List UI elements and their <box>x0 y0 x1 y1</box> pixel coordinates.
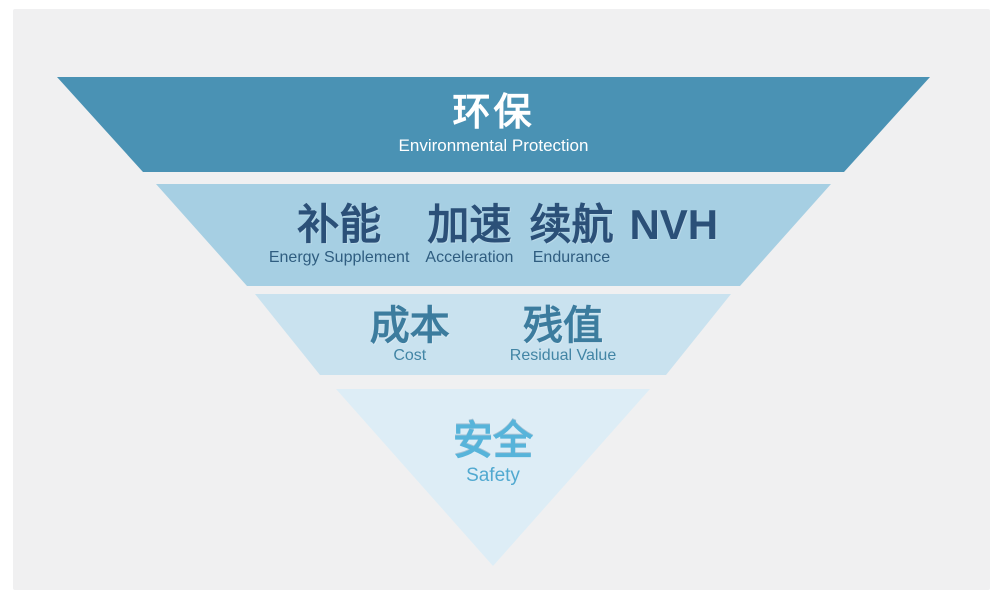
tier2-items: 补能 Energy Supplement 加速 Acceleration 续航 … <box>269 203 718 266</box>
pyramid-tier-economy: 成本 Cost 残值 Residual Value <box>255 294 731 375</box>
pyramid-tier-performance: 补能 Energy Supplement 加速 Acceleration 续航 … <box>156 184 831 286</box>
tier2-item3-zh: 续航 <box>529 201 614 249</box>
tier3-item1-en: Cost <box>393 346 427 364</box>
tier3-item2-zh: 残值 <box>523 303 603 348</box>
tier2-item2-en: Acceleration <box>425 248 514 266</box>
tier3-item-residual-value: 残值 Residual Value <box>510 305 616 365</box>
tier2-item1-zh: 补能 <box>297 201 382 249</box>
tier2-item-endurance: 续航 Endurance <box>529 203 613 266</box>
tier2-item-nvh: NVH <box>629 203 718 248</box>
tier3-item2-en: Residual Value <box>509 346 617 364</box>
tier3-item1-zh: 成本 <box>369 303 450 348</box>
tier4-label-zh: 安全 <box>453 419 533 463</box>
tier2-item2-zh: 加速 <box>427 201 512 249</box>
tier1-label-zh: 环保 <box>452 91 535 134</box>
slide-panel: 环保 Environmental Protection 补能 Energy Su… <box>13 9 990 590</box>
tier2-item1-en: Energy Supplement <box>268 248 410 266</box>
tier2-item4-zh: NVH <box>629 201 719 249</box>
tier3-item-cost: 成本 Cost <box>370 305 450 365</box>
tier2-item-acceleration: 加速 Acceleration <box>425 203 513 266</box>
tier3-items: 成本 Cost 残值 Residual Value <box>370 305 616 365</box>
tier2-item3-en: Endurance <box>532 248 611 266</box>
tier4-label-en: Safety <box>466 465 520 486</box>
pyramid-tier-environmental: 环保 Environmental Protection <box>57 77 930 172</box>
tier2-item-energy-supplement: 补能 Energy Supplement <box>269 203 410 266</box>
tier1-label-en: Environmental Protection <box>398 136 589 156</box>
pyramid-tier-safety: 安全 Safety <box>336 389 650 566</box>
